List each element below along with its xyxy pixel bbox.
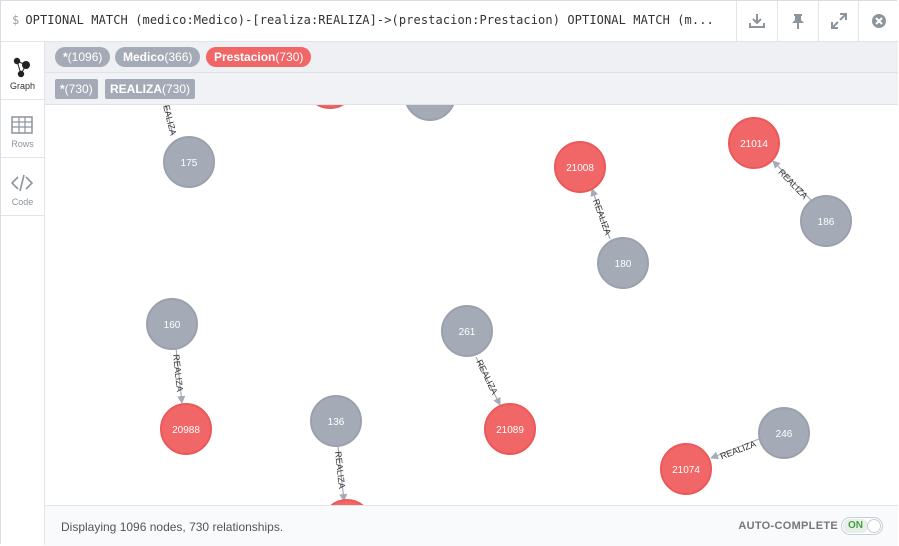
- node-caption: 175: [181, 158, 198, 169]
- prestacion-node[interactable]: [322, 499, 372, 505]
- sidebar-item-graph[interactable]: Graph: [1, 42, 44, 100]
- prestacion-node[interactable]: 21014: [728, 117, 780, 169]
- relationship-label: REALIZA: [776, 167, 809, 201]
- graph-canvas[interactable]: REALIZA REALIZA REALIZA REALIZA REALIZA …: [45, 105, 898, 505]
- view-sidebar: Graph Rows Code: [1, 42, 45, 545]
- sidebar-item-rows[interactable]: Rows: [1, 100, 44, 158]
- relationship-edges: [163, 105, 812, 502]
- relationship-edge[interactable]: [710, 438, 760, 460]
- pin-icon: [792, 14, 804, 29]
- query-bar: $ OPTIONAL MATCH (medico:Medico)-[realiza…: [1, 1, 898, 42]
- node-caption: 20988: [172, 425, 200, 436]
- prestacion-node[interactable]: 20988: [160, 403, 212, 455]
- prestacion-node[interactable]: [305, 105, 355, 109]
- node-caption: 180: [615, 259, 632, 270]
- medico-node[interactable]: 261: [441, 305, 493, 357]
- sidebar-item-code[interactable]: Code: [1, 158, 44, 216]
- query-text[interactable]: $ OPTIONAL MATCH (medico:Medico)-[realiza…: [12, 13, 714, 27]
- autocomplete-label: AUTO-COMPLETE: [738, 520, 838, 532]
- result-summary: Displaying 1096 nodes, 730 relationships…: [61, 520, 284, 534]
- medico-node[interactable]: 160: [146, 298, 198, 350]
- medico-node[interactable]: [405, 105, 455, 121]
- node-caption: 261: [459, 327, 476, 338]
- rel-types-bar: *(730) REALIZA(730): [45, 73, 898, 105]
- relationship-edge[interactable]: [590, 188, 611, 240]
- node-label-prestacion[interactable]: Prestacion(730): [206, 47, 312, 67]
- node-caption: 21074: [672, 465, 700, 476]
- relationship-edge[interactable]: [163, 105, 174, 136]
- code-icon: [11, 174, 33, 192]
- rel-type-all[interactable]: *(730): [55, 79, 98, 99]
- node-labels-bar: *(1096) Medico(366) Prestacion(730): [45, 42, 898, 73]
- medico-node[interactable]: 175: [163, 136, 215, 188]
- relationship-label: REALIZA: [333, 451, 347, 489]
- node-caption: 136: [328, 417, 345, 428]
- node-caption: 21014: [740, 139, 768, 150]
- pin-button[interactable]: [777, 1, 818, 41]
- relationship-label: REALIZA: [171, 354, 185, 392]
- prompt-symbol: $: [12, 13, 20, 27]
- node-label-all[interactable]: *(1096): [55, 47, 111, 67]
- autocomplete-toggle[interactable]: ON: [841, 517, 883, 535]
- query-string[interactable]: OPTIONAL MATCH (medico:Medico)-[realiza:…: [25, 13, 714, 27]
- medico-node[interactable]: 180: [597, 237, 649, 289]
- rel-type-realiza[interactable]: REALIZA(730): [105, 79, 196, 99]
- node-label-medico[interactable]: Medico(366): [115, 47, 201, 67]
- relationship-label: REALIZA: [719, 439, 758, 462]
- toggle-state: ON: [843, 519, 868, 533]
- medico-node[interactable]: 246: [758, 407, 810, 459]
- status-bar: Displaying 1096 nodes, 730 relationships…: [45, 505, 898, 546]
- table-icon: [11, 116, 33, 134]
- sidebar-item-label: Code: [11, 197, 34, 207]
- sidebar-item-label: Rows: [11, 139, 34, 149]
- toggle-knob: [867, 519, 881, 533]
- node-caption: 160: [164, 320, 181, 331]
- prestacion-node[interactable]: 21089: [484, 403, 536, 455]
- node-caption: 21008: [566, 163, 594, 174]
- download-button[interactable]: [736, 1, 777, 41]
- expand-icon: [831, 13, 847, 29]
- download-icon: [749, 14, 765, 28]
- medico-node[interactable]: 186: [800, 195, 852, 247]
- fullscreen-button[interactable]: [818, 1, 859, 41]
- node-caption: 186: [818, 217, 835, 228]
- relationship-edge[interactable]: [475, 356, 501, 406]
- node-caption: 21089: [496, 425, 524, 436]
- prestacion-node[interactable]: 21074: [660, 443, 712, 495]
- relationship-label: REALIZA: [474, 358, 499, 396]
- relationship-label: REALIZA: [591, 198, 613, 237]
- graph-icon: [13, 57, 30, 78]
- close-icon: [872, 14, 886, 28]
- relationship-edge[interactable]: [772, 160, 812, 201]
- relationship-edge[interactable]: [337, 445, 348, 502]
- prestacion-node[interactable]: 21008: [554, 141, 606, 193]
- sidebar-item-label: Graph: [9, 81, 35, 91]
- node-caption: 246: [776, 429, 793, 440]
- relationship-edge[interactable]: [175, 347, 186, 404]
- relationship-label: REALIZA: [160, 105, 179, 136]
- medico-node[interactable]: 136: [310, 395, 362, 447]
- close-button[interactable]: [858, 1, 899, 41]
